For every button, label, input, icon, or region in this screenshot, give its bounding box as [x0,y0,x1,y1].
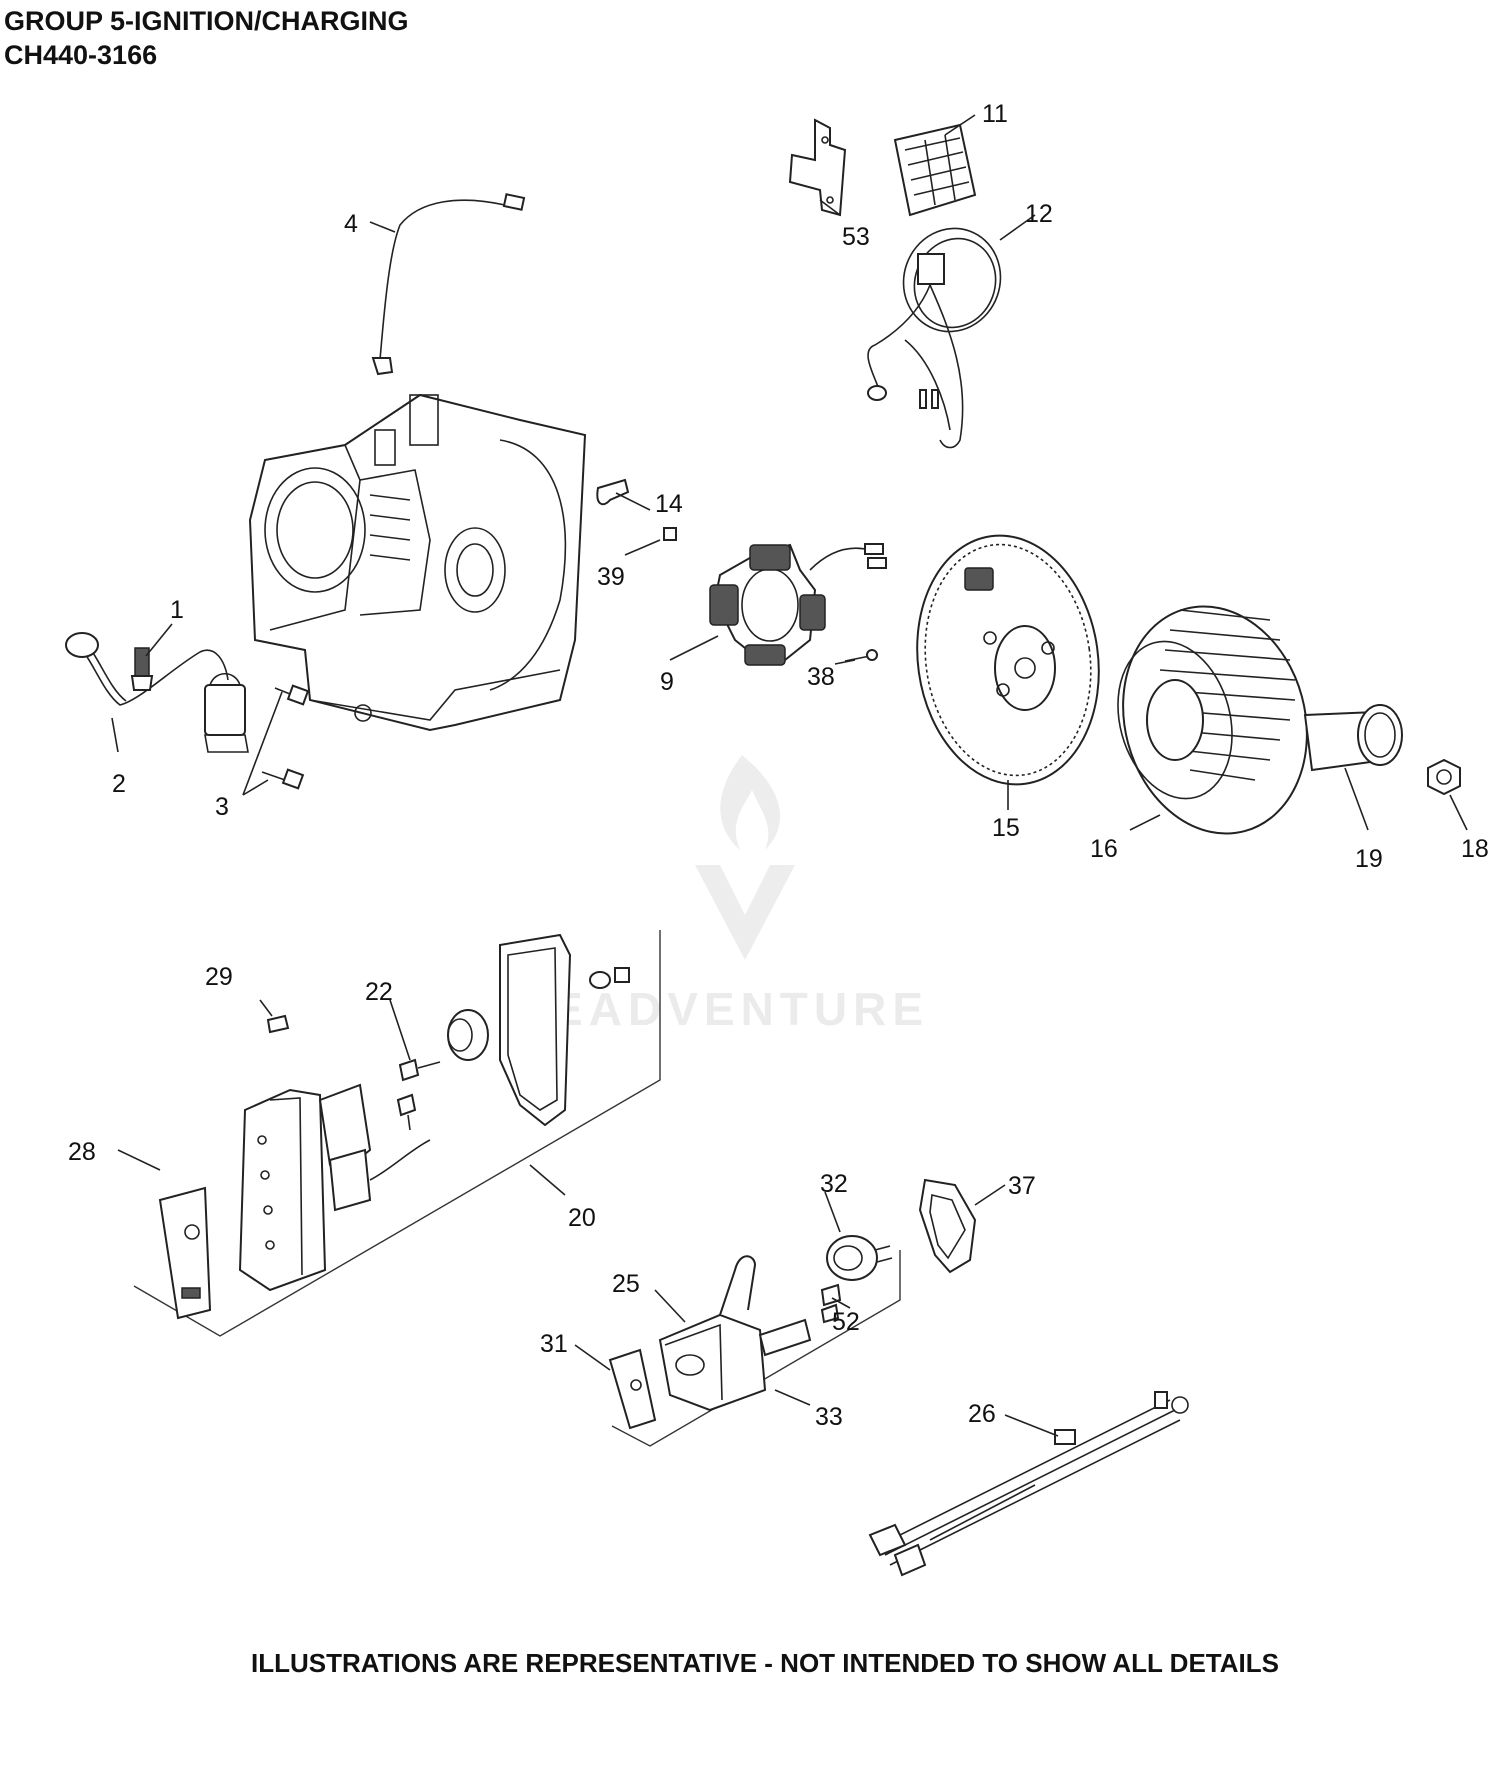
nut-part-18 [1427,758,1461,796]
watermark-logo: LEADVENTURE [518,755,929,1035]
callout-28: 28 [68,1138,96,1166]
callout-52: 52 [832,1308,860,1336]
callout-18: 18 [1461,835,1489,863]
disclaimer-footer: ILLUSTRATIONS ARE REPRESENTATIVE - NOT I… [251,1648,1279,1678]
switch-housing-part-25 [658,1255,812,1412]
callout-1: 1 [170,596,184,624]
spark-plug-part-1 [130,647,154,691]
washer-bolt [589,967,630,989]
wire-lead-part-4 [371,193,526,376]
group-title: GROUP 5-IGNITION/CHARGING [4,6,409,36]
crankcase-block [248,393,587,732]
callout-2: 2 [112,770,126,798]
callout-15: 15 [992,814,1020,842]
panel-cover-part-28 [158,1186,212,1320]
watermark-text: LEADVENTURE [518,983,929,1035]
fan-part-16 [1117,605,1308,835]
callout-16: 16 [1090,835,1118,863]
fuse-part-29 [266,1014,290,1034]
callout-3: 3 [215,793,229,821]
callout-22: 22 [365,978,393,1006]
bolts-part-3 [261,684,310,790]
bezel-part-37 [918,1178,977,1274]
harness-part-12 [867,227,1002,449]
callout-19: 19 [1355,845,1383,873]
stator-part-9 [709,543,887,666]
flywheel-part-15 [916,534,1100,786]
callout-14: 14 [655,490,683,518]
plate-part-31 [608,1348,657,1430]
callout-20: 20 [568,1204,596,1232]
key-part-22 [396,1058,441,1131]
rectifier-part-11 [893,123,977,217]
leader-lines [111,114,1468,1437]
knob [447,1009,489,1061]
callout-4: 4 [344,210,358,238]
ignition-switch-part-32 [826,1235,893,1281]
cup-part-19 [1303,704,1403,772]
callout-33: 33 [815,1403,843,1431]
gasket-part-20 [499,933,572,1127]
callout-32: 32 [820,1170,848,1198]
callout-37: 37 [1008,1172,1036,1200]
ignition-module-part-2 [65,632,249,753]
callout-39: 39 [597,563,625,591]
bracket-part-53 [788,118,847,217]
callout-11: 11 [982,100,1008,128]
model-number: CH440-3166 [4,40,158,70]
callout-38: 38 [807,663,835,691]
callout-9: 9 [660,668,674,696]
control-housing-part-20 [238,1083,431,1292]
screw-part-39 [663,527,677,541]
callout-25: 25 [612,1270,640,1298]
wire-harness-part-26 [868,1391,1189,1577]
callout-12: 12 [1025,200,1053,228]
switch-group-outline [611,1250,901,1447]
clip-part-14 [596,478,630,506]
callout-29: 29 [205,963,233,991]
callout-53: 53 [842,223,870,251]
callout-26: 26 [968,1400,996,1428]
callout-labels: 1 2 3 4 9 11 12 14 15 16 18 19 20 22 25 … [68,100,1489,1431]
bolt-part-38 [844,649,878,662]
callout-31: 31 [540,1330,568,1358]
